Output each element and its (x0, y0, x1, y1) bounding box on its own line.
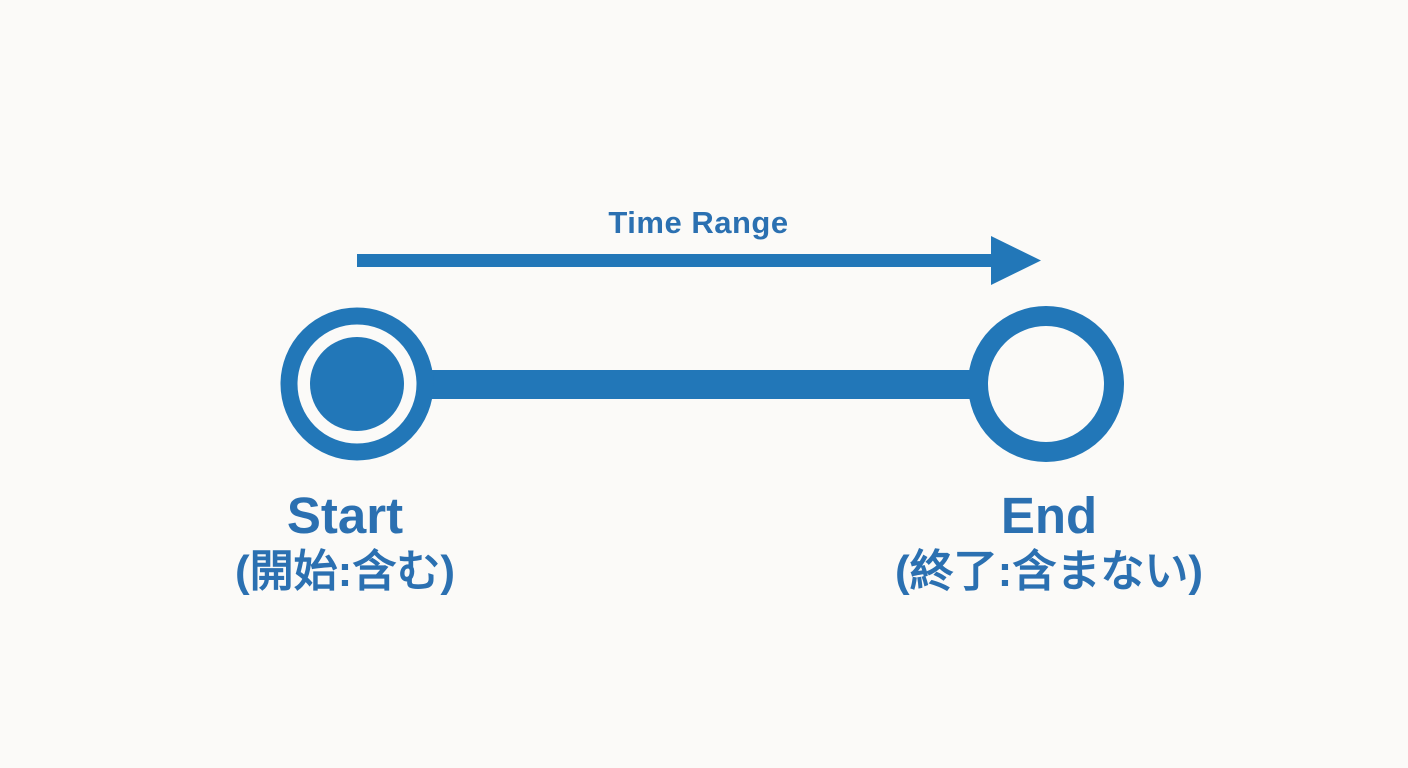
start-label-group: Start (開始:含む) (135, 488, 555, 598)
start-label: Start (286, 487, 404, 544)
end-label: End (1000, 487, 1098, 544)
arrow-shaft (357, 254, 997, 267)
time-range-title: Time Range (608, 205, 789, 240)
range-line (400, 370, 990, 399)
end-marker-open-circle-icon (968, 306, 1124, 462)
end-sublabel: (終了:含まない) (895, 547, 1203, 596)
end-label-group: End (終了:含まない) (839, 488, 1259, 598)
start-sublabel: (開始:含む) (235, 547, 455, 596)
start-marker-filled-circle-icon (310, 337, 404, 431)
arrow-head-icon (991, 236, 1041, 285)
